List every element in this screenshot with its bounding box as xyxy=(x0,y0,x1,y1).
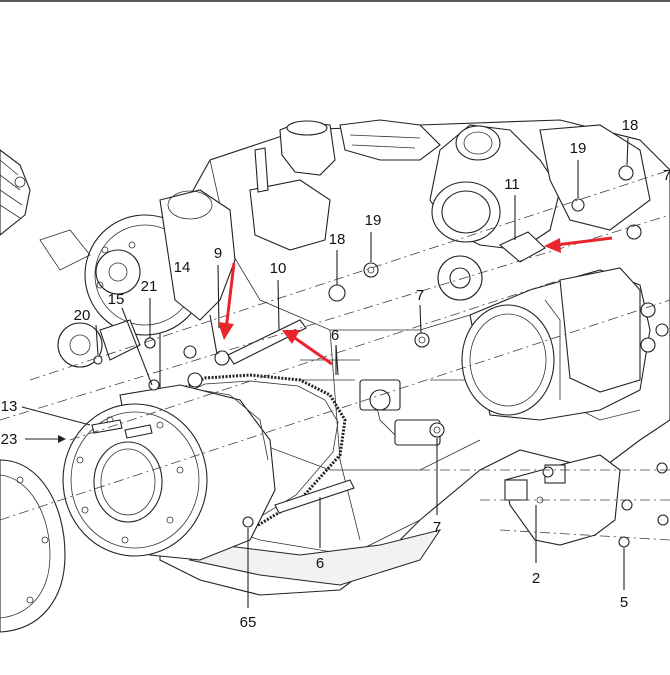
red-arrow-9 xyxy=(224,262,236,331)
label-21: 21 xyxy=(141,278,158,295)
label-18-right: 18 xyxy=(622,117,639,134)
label-18-upper: 18 xyxy=(329,231,346,248)
label-19-right: 19 xyxy=(570,140,587,157)
label-7-upper: 7 xyxy=(416,287,424,304)
air-compressor xyxy=(461,267,669,421)
red-arrow-10-head xyxy=(282,330,300,344)
label-15: 15 xyxy=(108,291,125,308)
vibration-damper xyxy=(0,459,66,633)
water-pump-pulley xyxy=(39,189,236,336)
leader-20 xyxy=(95,324,99,356)
label-5: 5 xyxy=(620,594,628,611)
red-arrow-9-head xyxy=(218,322,234,340)
intake-manifold xyxy=(249,119,441,251)
label-23: 23 xyxy=(1,431,18,448)
highlight-arrows xyxy=(218,236,613,366)
leader-18-right xyxy=(626,137,629,166)
red-arrow-10 xyxy=(291,334,333,366)
label-20: 20 xyxy=(74,307,91,324)
label-19-upper: 19 xyxy=(365,212,382,229)
red-arrow-11-head xyxy=(544,238,561,253)
label-2: 2 xyxy=(532,570,540,587)
label-14: 14 xyxy=(174,259,191,276)
label-13: 13 xyxy=(1,398,18,415)
label-7-right: 7 xyxy=(663,167,670,184)
leader-15 xyxy=(121,307,153,386)
crank-pulley xyxy=(62,384,276,561)
leader-23-head xyxy=(58,435,66,443)
label-11: 11 xyxy=(504,176,520,193)
leader-10 xyxy=(277,279,280,331)
label-7-lower: 7 xyxy=(433,519,441,536)
leader-13 xyxy=(21,406,91,426)
red-arrow-11 xyxy=(555,236,613,247)
part-labels: 9 10 11 14 15 18 18 19 19 20 21 6 6 7 7 … xyxy=(1,117,670,631)
leader-9 xyxy=(217,264,220,329)
label-65: 65 xyxy=(240,614,257,631)
leader-7-upper xyxy=(419,304,422,334)
leader-lines xyxy=(21,137,629,608)
label-9: 9 xyxy=(214,245,222,262)
label-6-lower: 6 xyxy=(316,555,324,572)
label-6-upper: 6 xyxy=(331,327,339,344)
top-left-housing xyxy=(0,149,31,236)
label-10: 10 xyxy=(270,260,287,277)
